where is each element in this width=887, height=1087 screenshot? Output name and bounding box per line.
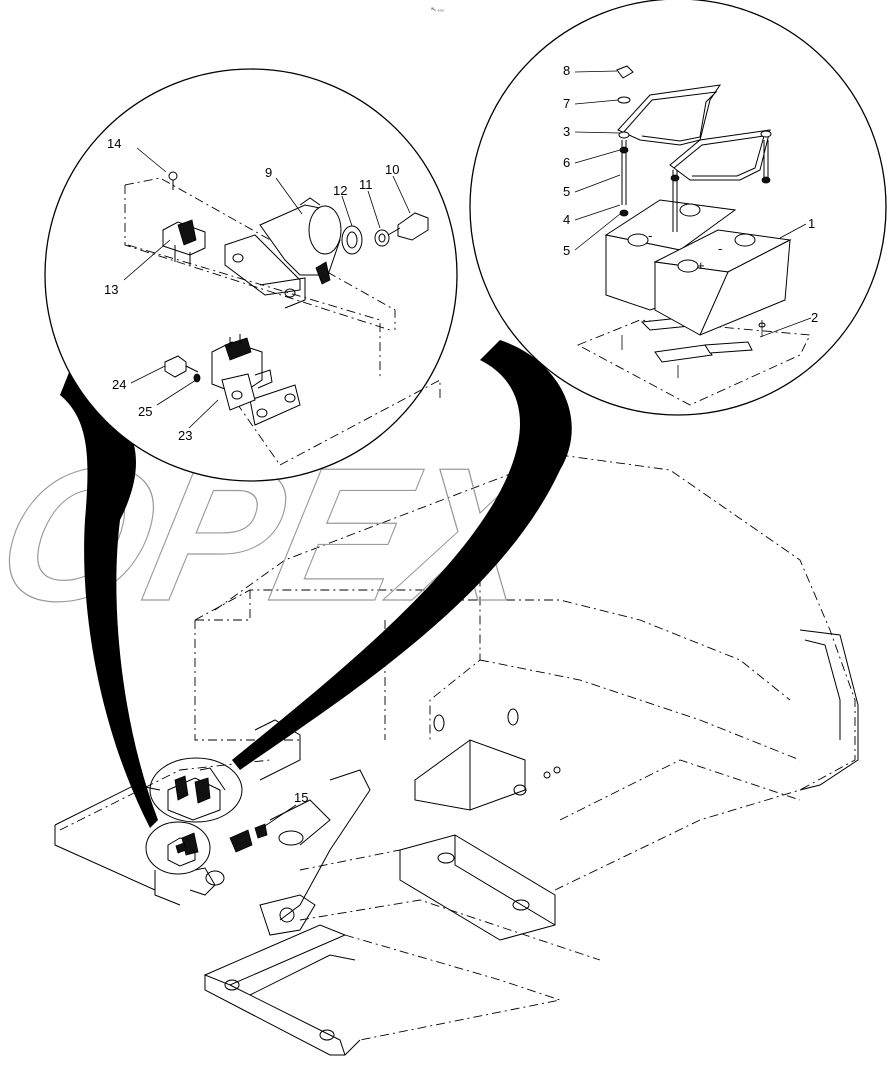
relay-location: [145, 821, 268, 896]
callout-13: 13: [104, 282, 118, 297]
callout-9: 9: [265, 165, 272, 180]
callout-8: 8: [563, 63, 570, 78]
callout-5b: 5: [563, 243, 570, 258]
callout-2: 2: [811, 310, 818, 325]
callout-3: 3: [563, 124, 570, 139]
drawing-code: ᵂₖ ₀₀₀: [431, 7, 444, 13]
detail-circle-right: + - - 8 7 3: [469, 0, 887, 416]
callout-25: 25: [138, 404, 152, 419]
callout-group-15: 15: [261, 790, 308, 829]
callout-14: 14: [107, 136, 121, 151]
callout-24: 24: [112, 377, 126, 392]
callout-23: 23: [178, 428, 192, 443]
callout-11: 11: [359, 177, 373, 192]
battery-minus-sign-left: -: [648, 228, 652, 243]
battery-minus-sign-right: -: [718, 241, 722, 256]
callout-15: 15: [294, 790, 308, 805]
machine-frame: [54, 454, 859, 1056]
detail-circle-left: 14 9 12 11 10 13 24 25 23: [44, 68, 458, 482]
callout-1: 1: [808, 216, 815, 231]
callout-12: 12: [333, 183, 347, 198]
battery-assembly-location: [149, 757, 243, 823]
callout-10: 10: [385, 162, 399, 177]
magnification-connectors: [60, 340, 572, 828]
callout-5a: 5: [563, 184, 570, 199]
battery-plus-sign: +: [697, 258, 705, 273]
callout-6: 6: [563, 155, 570, 170]
callout-7: 7: [563, 96, 570, 111]
callout-4: 4: [563, 212, 570, 227]
